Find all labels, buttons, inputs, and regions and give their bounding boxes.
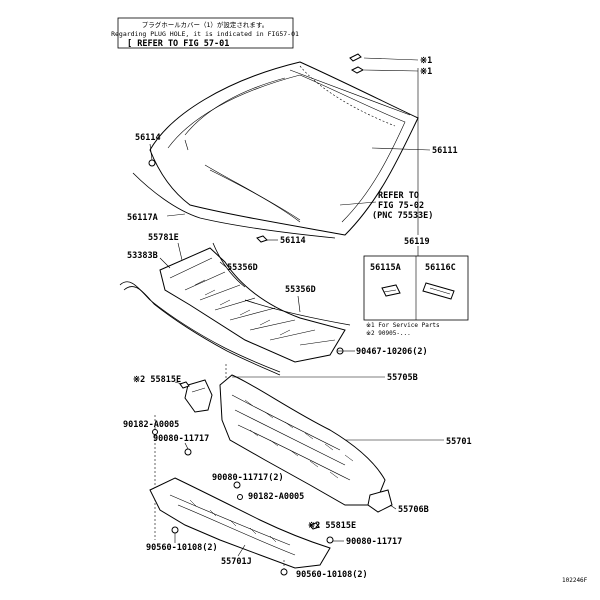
- label-90560-right: 90560-10108(2): [296, 570, 368, 580]
- note-mark-a: ※1: [420, 56, 432, 66]
- refer-line3: (PNC 75533E): [372, 211, 433, 221]
- reference-box[interactable]: プラグホールカバー（1）が設定されます。 Regarding PLUG HOLE…: [111, 17, 299, 49]
- bolt-90182-left[interactable]: [152, 429, 158, 435]
- screw-90467[interactable]: [336, 347, 344, 355]
- diagram-id: 102246F: [562, 577, 588, 584]
- cowl-panel-55701[interactable]: [219, 374, 386, 506]
- label-90080-left: 90080-11717: [153, 434, 209, 444]
- label-55356d-a: 55356D: [227, 263, 258, 273]
- clip-56114-top[interactable]: [148, 159, 156, 167]
- label-56116c: 56116C: [425, 263, 456, 273]
- clip-56114-bottom[interactable]: [256, 235, 268, 243]
- screw-90080-left[interactable]: [184, 448, 192, 456]
- label-56114-top: 56114: [135, 133, 161, 143]
- clip-top-1: [349, 53, 362, 62]
- label-90080-2: 90080-11717(2): [212, 473, 284, 483]
- label-56119: 56119: [404, 237, 430, 247]
- label-90467: 90467-10206(2): [356, 347, 428, 357]
- label-55701j: 55701J: [221, 557, 252, 567]
- inset-note-2: ※2 90905-...: [366, 330, 411, 337]
- label-56111: 56111: [432, 146, 458, 156]
- label-90182-mid: 90182-A0005: [248, 492, 304, 502]
- label-55815e-top: ※2 55815E: [133, 375, 181, 385]
- windshield-glass[interactable]: [149, 61, 419, 236]
- screw-90560-left[interactable]: [171, 526, 179, 534]
- label-90560-left: 90560-10108(2): [146, 543, 218, 553]
- label-56117a: 56117A: [127, 213, 158, 223]
- label-90182-left: 90182-A0005: [123, 420, 179, 430]
- label-55815e-bottom: ※2 55815E: [308, 521, 356, 531]
- label-55781e: 55781E: [148, 233, 179, 243]
- bracket-55705b[interactable]: [184, 379, 213, 413]
- part-56115a[interactable]: [381, 284, 401, 297]
- refer-line1: REFER TO: [378, 191, 419, 201]
- ref-box-line3: [ REFER TO FIG 57-01: [127, 39, 229, 49]
- refer-line2: FIG 75-02: [378, 201, 424, 211]
- seal-53383b[interactable]: [119, 281, 281, 376]
- clip-55815e-top[interactable]: [179, 381, 190, 389]
- ref-box-line2: Regarding PLUG HOLE, it is indicated in …: [111, 30, 299, 38]
- label-56115a: 56115A: [370, 263, 401, 273]
- label-90080-right: 90080-11717: [346, 537, 402, 547]
- part-56116c[interactable]: [422, 282, 455, 300]
- label-55706b: 55706B: [398, 505, 429, 515]
- clip-55815e-bottom[interactable]: [309, 522, 320, 530]
- seal-55356d-b[interactable]: [244, 299, 351, 326]
- note-mark-b: ※1: [420, 67, 432, 77]
- label-53383b: 53383B: [127, 251, 158, 261]
- label-56114-bottom: 56114: [280, 236, 306, 246]
- inset-note-1: ※1 For Service Parts: [366, 322, 440, 329]
- cowl-louver-upper[interactable]: [159, 247, 346, 363]
- label-55701: 55701: [446, 437, 472, 447]
- bracket-55706b[interactable]: [367, 489, 393, 513]
- bolt-90182-mid[interactable]: [237, 494, 243, 500]
- cowl-panel-55701j[interactable]: [149, 477, 331, 569]
- label-55705b: 55705B: [387, 373, 418, 383]
- label-55356d-b: 55356D: [285, 285, 316, 295]
- screw-90560-right[interactable]: [280, 568, 288, 576]
- inset-box: [363, 255, 469, 321]
- screw-90080-right[interactable]: [326, 536, 334, 544]
- moulding-56117a[interactable]: [132, 172, 336, 239]
- ref-box-line1: プラグホールカバー（1）が設定されます。: [142, 20, 269, 29]
- screw-90080-mid[interactable]: [233, 481, 241, 489]
- clip-top-2: [350, 66, 365, 74]
